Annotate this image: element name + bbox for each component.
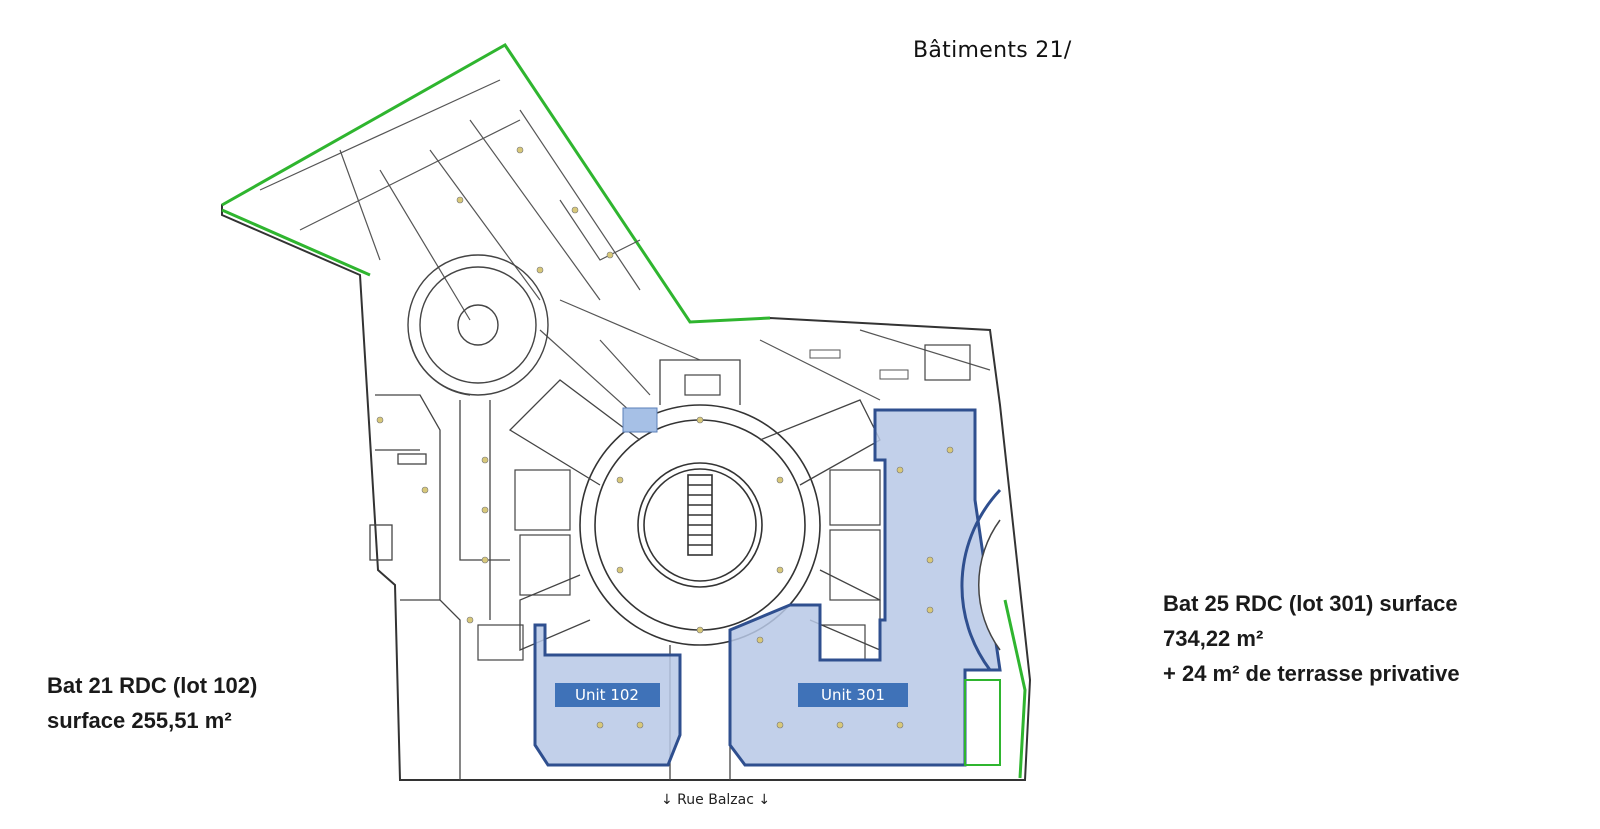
private-terrace (964, 679, 1001, 766)
unit-301-area[interactable]: Unit 301 (728, 408, 1002, 767)
lot-301-caption-line1: Bat 25 RDC (lot 301) surface (1163, 591, 1458, 616)
lot-102-caption: Bat 21 RDC (lot 102) surface 255,51 m² (47, 668, 257, 738)
unit-301-label: Unit 301 (821, 686, 885, 704)
west-corridor (369, 394, 510, 780)
unit-102-tag (555, 683, 660, 707)
highlight-patch (622, 407, 658, 433)
street-label: ↓ Rue Balzac ↓ (661, 792, 771, 808)
property-boundary (221, 43, 1027, 779)
lot-301-caption: Bat 25 RDC (lot 301) surface 734,22 m² +… (1163, 586, 1460, 691)
west-rotunda (407, 254, 549, 396)
unit-102-area[interactable]: Unit 102 (533, 623, 682, 767)
unit-301-tag (798, 683, 908, 707)
unit-102-label: Unit 102 (575, 686, 639, 704)
plan-tags (809, 349, 909, 380)
page-title: Bâtiments 21/ (913, 38, 1072, 63)
lot-301-caption-line2: 734,22 m² (1163, 626, 1264, 651)
north-wing-walls (259, 79, 991, 421)
lot-102-caption-line2: surface 255,51 m² (47, 708, 232, 733)
lot-301-caption-line3: + 24 m² de terrasse privative (1163, 661, 1460, 686)
lot-102-caption-line1: Bat 21 RDC (lot 102) (47, 673, 258, 698)
fixture-dots (376, 146, 954, 729)
